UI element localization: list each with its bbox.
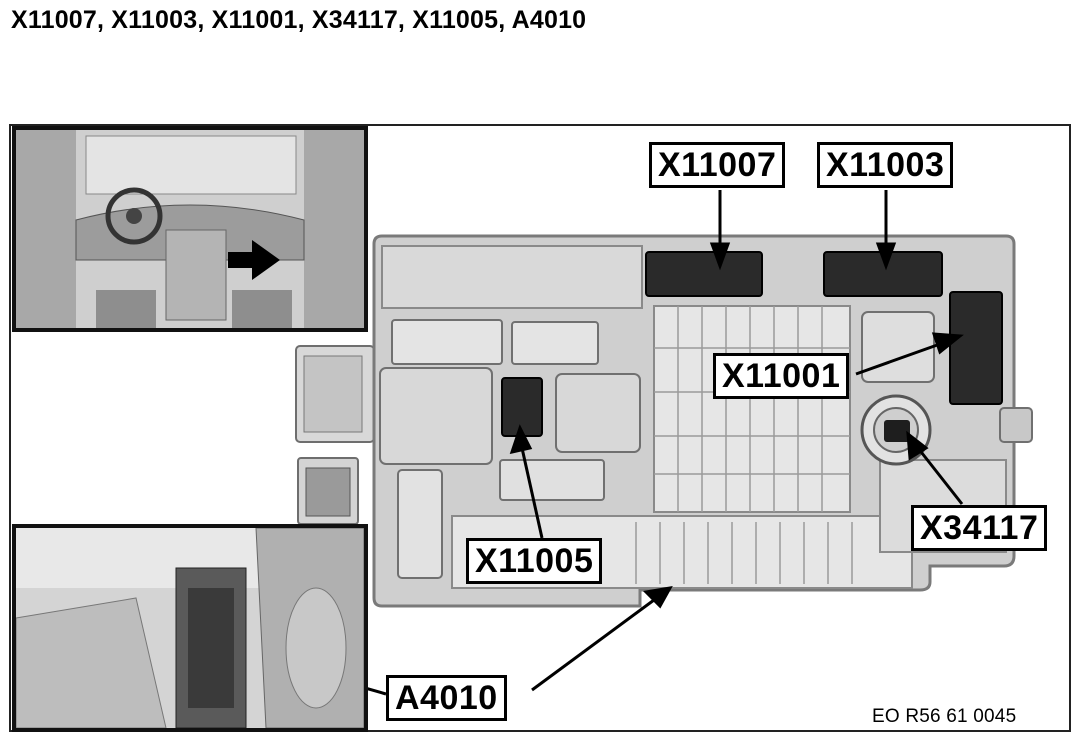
callout-x11005: X11005 bbox=[466, 538, 603, 584]
installation-illustration bbox=[16, 528, 364, 728]
callout-x34117: X34117 bbox=[911, 505, 1048, 551]
callout-x11003: X11003 bbox=[817, 142, 954, 188]
reference-code: EO R56 61 0045 bbox=[872, 706, 1017, 727]
callout-a4010: A4010 bbox=[386, 675, 507, 721]
connector-x11007 bbox=[645, 251, 763, 297]
body-electronics-module bbox=[372, 234, 1033, 608]
cabin-illustration bbox=[16, 130, 364, 328]
connector-x11005 bbox=[501, 377, 543, 437]
inset-installation-view bbox=[12, 524, 368, 732]
connector-x34117 bbox=[860, 394, 932, 466]
inset-cabin-view bbox=[12, 126, 368, 332]
location-arrow-icon bbox=[228, 240, 280, 280]
connector-x11001 bbox=[949, 291, 1003, 405]
callout-x11001: X11001 bbox=[713, 353, 850, 399]
side-connector-block bbox=[295, 345, 375, 525]
callout-x11007: X11007 bbox=[649, 142, 786, 188]
diagram-heading: X11007, X11003, X11001, X34117, X11005, … bbox=[11, 6, 587, 34]
